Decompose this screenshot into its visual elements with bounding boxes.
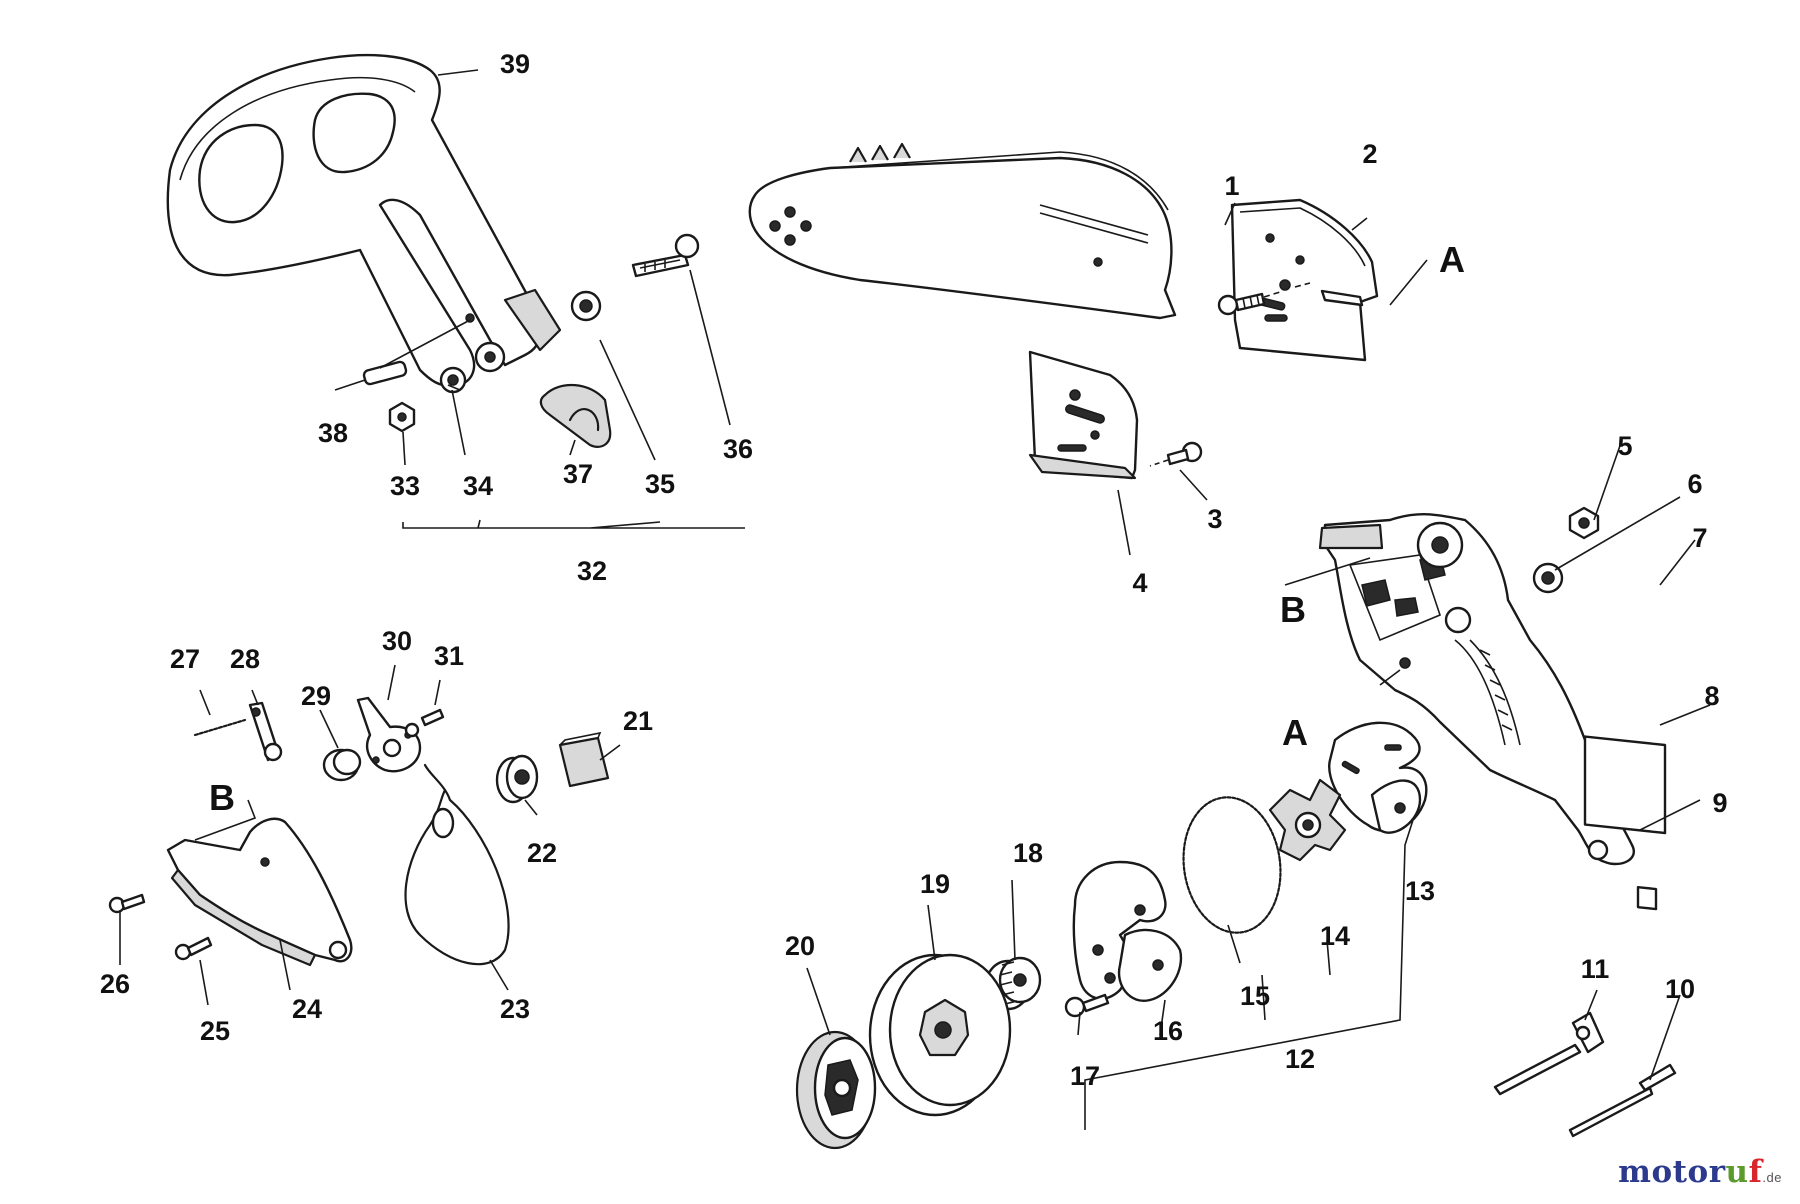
watermark-letter: t [1672, 1154, 1688, 1190]
watermark-letter: f [1748, 1154, 1763, 1190]
part-label-10: 10 [1665, 974, 1695, 1004]
clutch-hub-drawing [1268, 778, 1347, 862]
cover-hardware [1532, 506, 1667, 911]
hand-guard-drawing [166, 53, 562, 387]
part-label-30: 30 [382, 626, 412, 656]
part-label-38: 38 [318, 418, 348, 448]
part-label-18: 18 [1013, 838, 1043, 868]
part-label-19: 19 [920, 869, 950, 899]
part-label-7: 7 [1692, 523, 1707, 553]
part-label-16: 16 [1153, 1016, 1183, 1046]
part-label-32: 32 [577, 556, 607, 586]
clutch-plates-drawing [1328, 721, 1428, 834]
reference-letters: A B A B [209, 239, 1465, 818]
part-label-23: 23 [500, 994, 530, 1024]
watermark-letter: o [1651, 1154, 1673, 1190]
part-label-24: 24 [292, 994, 322, 1024]
part-label-17: 17 [1070, 1061, 1100, 1091]
part-label-12: 12 [1285, 1044, 1315, 1074]
part-label-3: 3 [1207, 504, 1222, 534]
screw-part-3 [1149, 441, 1203, 467]
part-label-1: 1 [1224, 171, 1239, 201]
part-label-27: 27 [170, 644, 200, 674]
part-label-28: 28 [230, 644, 260, 674]
guide-bar-drawing [748, 142, 1177, 320]
part-label-11: 11 [1581, 954, 1610, 984]
part-label-8: 8 [1704, 681, 1719, 711]
inner-bar-plate-drawing [1028, 350, 1139, 480]
clutch-shoes-drawing [1072, 860, 1183, 1002]
sprocket-cover-drawing [1318, 513, 1635, 866]
part-label-36: 36 [723, 434, 753, 464]
leader-lines [119, 69, 1711, 1130]
clutch-drum-drawing [868, 953, 1012, 1117]
part-label-34: 34 [463, 471, 493, 501]
part-label-22: 22 [527, 838, 557, 868]
screw-part-1 [1217, 282, 1311, 316]
part-label-31: 31 [434, 641, 464, 671]
part-label-14: 14 [1320, 921, 1350, 951]
part-label-5: 5 [1617, 431, 1632, 461]
part-label-15: 15 [1240, 981, 1270, 1011]
part-label-6: 6 [1687, 469, 1702, 499]
watermark-letter: m [1618, 1154, 1652, 1190]
watermark-letter: u [1725, 1154, 1749, 1190]
reference-letter-b-brake: B [209, 777, 235, 818]
reference-letter-b-cover: B [1280, 589, 1306, 630]
part-label-26: 26 [100, 969, 130, 999]
part-label-20: 20 [785, 931, 815, 961]
motoruf-watermark: motoruf.de [1618, 1154, 1782, 1190]
part-label-29: 29 [301, 681, 331, 711]
tools-drawing [1493, 1011, 1677, 1138]
part-label-25: 25 [200, 1016, 230, 1046]
part-label-33: 33 [390, 471, 420, 501]
part-label-35: 35 [645, 469, 675, 499]
part-number-labels: 1 2 3 4 5 6 7 8 9 10 11 12 13 14 15 16 1… [100, 49, 1728, 1091]
part-label-2: 2 [1362, 139, 1377, 169]
clutch-spring-drawing [1182, 796, 1282, 934]
outer-bar-plate-drawing [1230, 198, 1379, 362]
part-label-21: 21 [623, 706, 653, 736]
part-label-39: 39 [500, 49, 530, 79]
hand-guard-hardware [362, 233, 700, 448]
part-label-37: 37 [563, 459, 593, 489]
part-label-13: 13 [1405, 876, 1435, 906]
rim-sprocket-drawing [795, 1030, 877, 1150]
part-label-9: 9 [1712, 788, 1727, 818]
part-label-4: 4 [1132, 568, 1147, 598]
watermark-suffix: .de [1762, 1170, 1782, 1185]
brake-parts-drawing [108, 696, 610, 967]
reference-letter-a-cover: A [1282, 712, 1308, 753]
watermark-letter: r [1708, 1154, 1726, 1190]
reference-letter-a-bar-plate: A [1439, 239, 1465, 280]
screw-part-17 [1064, 993, 1110, 1018]
watermark-letter: o [1687, 1154, 1709, 1190]
